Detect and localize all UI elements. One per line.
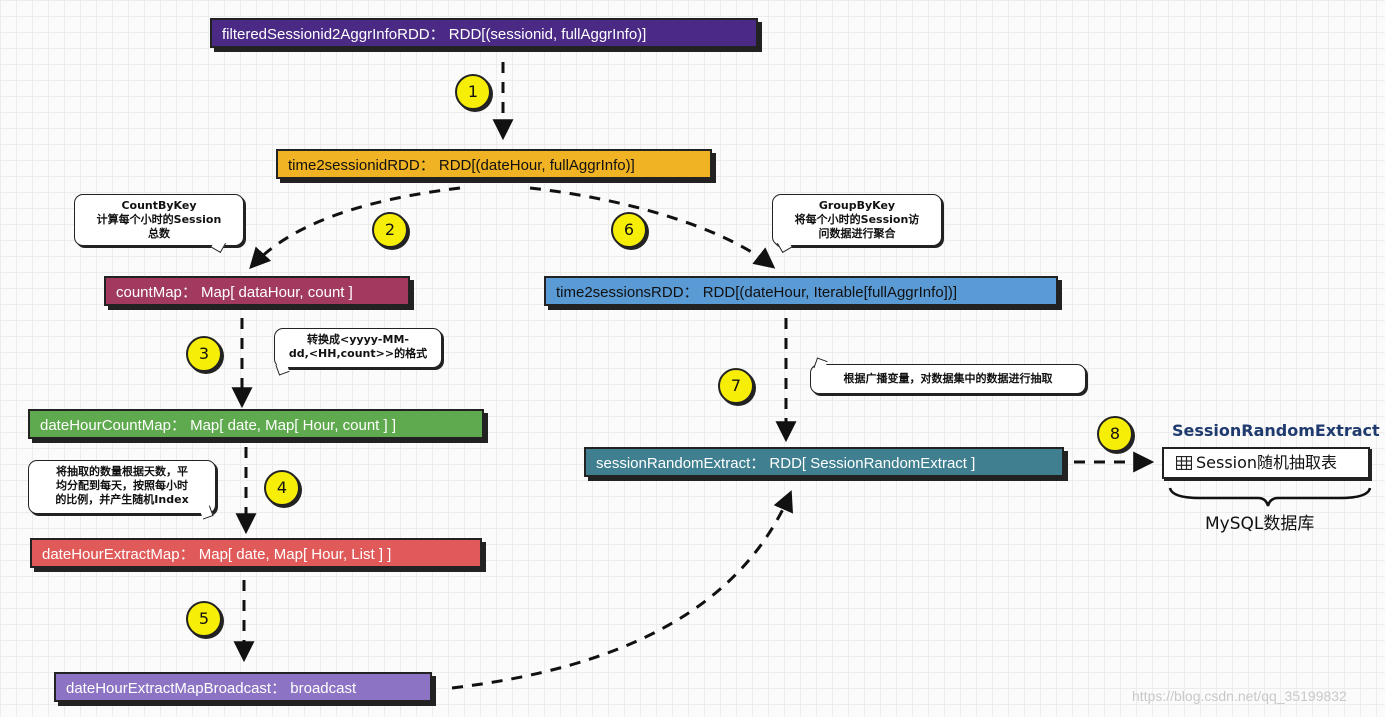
note-convert: 转换成<yyyy-MM- dd,<HH,count>>的格式 (274, 328, 442, 376)
note-broadcast-line1: 根据广播变量，对数据集中的数据进行抽取 (843, 372, 1053, 385)
table-name: Session随机抽取表 (1196, 453, 1338, 472)
table-icon (1176, 456, 1192, 470)
note-convert-line2: dd,<HH,count>>的格式 (288, 347, 428, 360)
step-badge-7: 7 (718, 368, 754, 404)
node-datehour-extract-map: dateHourExtractMap： Map[ date, Map[ Hour… (30, 538, 482, 568)
node-count-map: countMap： Map[ dataHour, count ] (104, 276, 410, 306)
node-time2sessions-rdd: time2sessionsRDD： RDD[(dateHour, Iterabl… (544, 276, 1058, 306)
mysql-table: Session随机抽取表 (1162, 447, 1370, 479)
node-session-random-extract: sessionRandomExtract： RDD[ SessionRandom… (584, 447, 1064, 477)
note-extract-line1: 将抽取的数量根据天数，平 (56, 465, 188, 478)
note-groupbykey-line2: 将每个小时的Session访 (794, 213, 920, 226)
step-badge-6: 6 (611, 212, 647, 248)
node-broadcast: dateHourExtractMapBroadcast： broadcast (54, 672, 432, 702)
watermark: https://blog.csdn.net/qq_35199832 (1132, 688, 1347, 704)
note-broadcast: 根据广播变量，对数据集中的数据进行抽取 (810, 357, 1086, 394)
step-badge-3: 3 (186, 336, 222, 372)
note-convert-line1: 转换成<yyyy-MM- (307, 333, 409, 346)
note-countbykey-line3: 总数 (148, 227, 170, 240)
note-groupbykey-line3: 问数据进行聚合 (818, 227, 896, 240)
arrow-broadcast (451, 490, 793, 690)
db-brace (1168, 487, 1372, 507)
note-extract-line2: 均分配到每天，按照每小时 (56, 479, 188, 492)
database-label: MySQL数据库 (1205, 514, 1315, 534)
node-time2sessionid-rdd: time2sessionidRDD： RDD[(dateHour, fullAg… (276, 149, 712, 179)
node-filtered-rdd: filteredSessionid2AggrInfoRDD： RDD[(sess… (210, 18, 758, 48)
note-groupbykey: GroupByKey 将每个小时的Session访 问数据进行聚合 (772, 194, 942, 254)
step-badge-8: 8 (1097, 416, 1133, 452)
note-countbykey-line1: CountByKey (121, 199, 197, 212)
table-title: SessionRandomExtract (1172, 421, 1380, 440)
note-countbykey-line2: 计算每个小时的Session (96, 213, 222, 226)
note-countbykey: CountByKey 计算每个小时的Session 总数 (74, 194, 244, 254)
note-extract-line3: 的比例，并产生随机Index (55, 493, 189, 506)
step-badge-1: 1 (455, 74, 491, 110)
node-datehour-count-map: dateHourCountMap： Map[ date, Map[ Hour, … (28, 409, 484, 439)
note-extract: 将抽取的数量根据天数，平 均分配到每天，按照每小时 的比例，并产生随机Index (28, 460, 216, 520)
arrow-6 (529, 186, 776, 269)
step-badge-4: 4 (264, 470, 300, 506)
step-badge-2: 2 (372, 212, 408, 248)
step-badge-5: 5 (186, 601, 222, 637)
arrow-2 (249, 186, 461, 270)
note-groupbykey-line1: GroupByKey (818, 199, 896, 212)
